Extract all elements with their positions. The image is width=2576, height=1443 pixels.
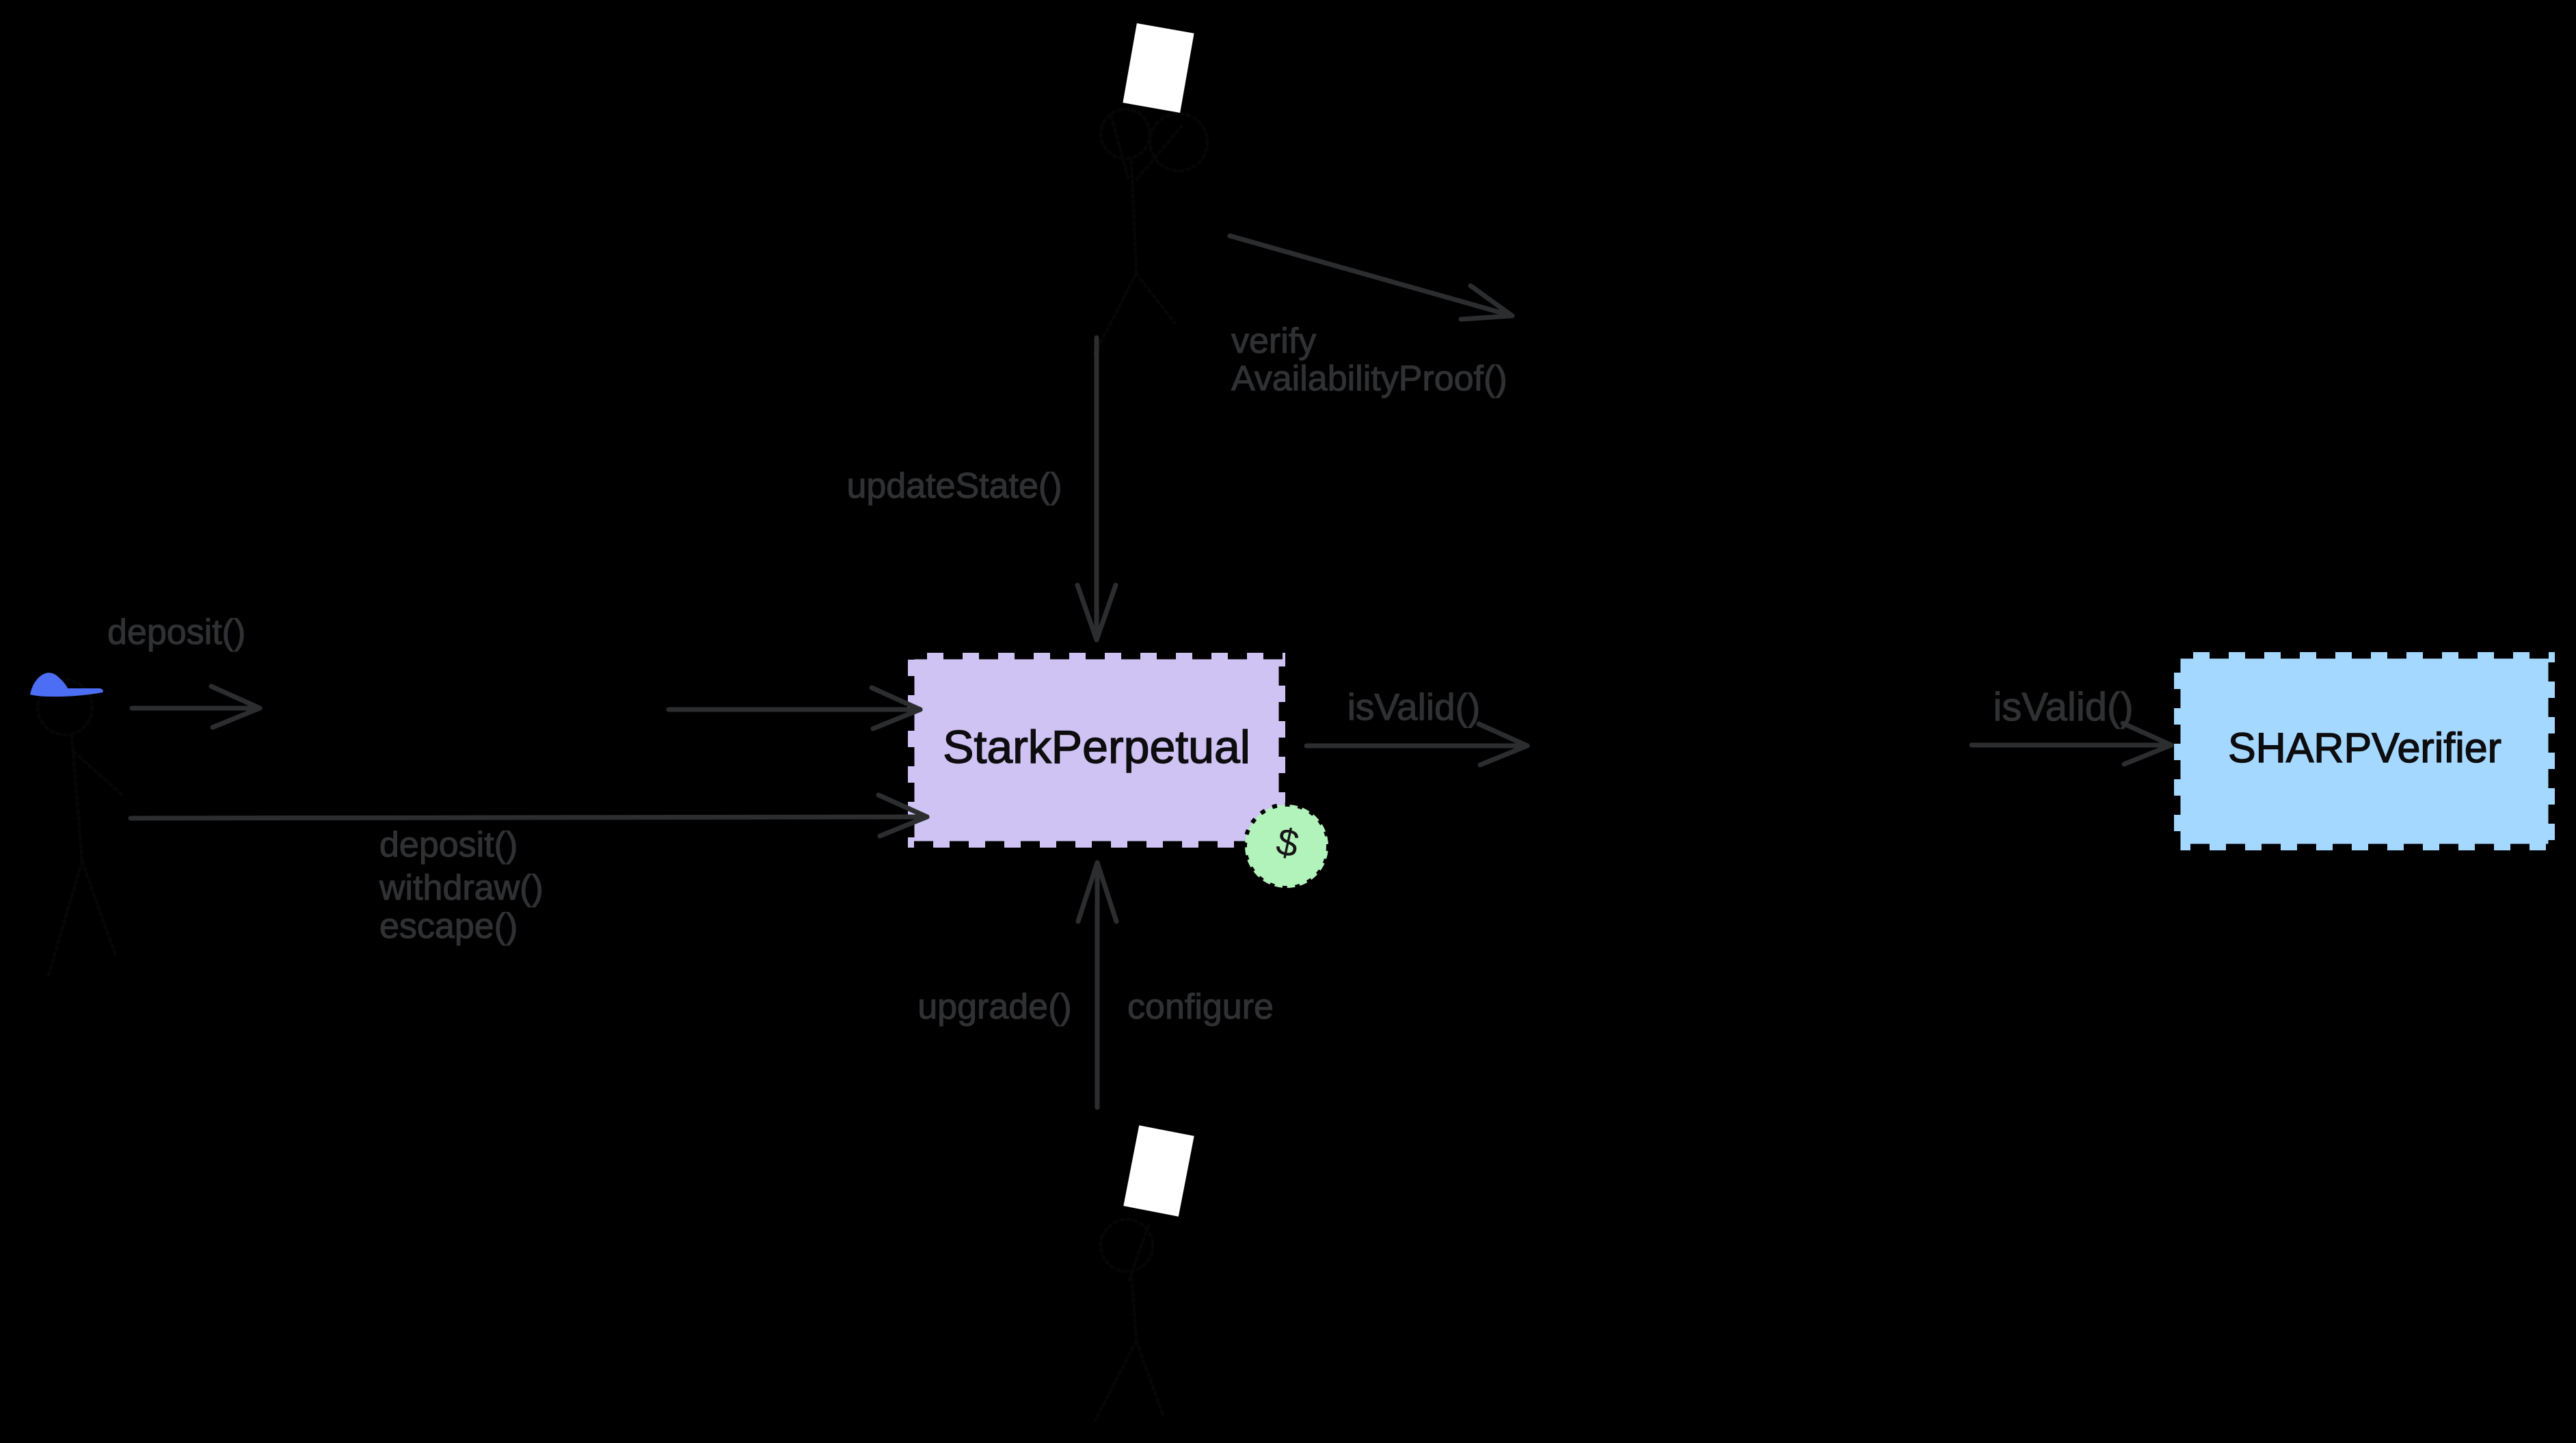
svg-text:configure: configure: [1127, 987, 1274, 1027]
svg-text:deposit(): deposit(): [379, 825, 518, 865]
svg-text:AvailabilityProof(): AvailabilityProof(): [1231, 359, 1507, 399]
svg-text:withdraw(): withdraw(): [379, 868, 544, 908]
svg-text:updateState(): updateState(): [846, 466, 1062, 506]
svg-text:deposit(): deposit(): [107, 612, 245, 652]
svg-text:SHARPVerifier: SHARPVerifier: [2228, 725, 2501, 771]
svg-text:escape(): escape(): [379, 906, 518, 946]
svg-text:isValid(): isValid(): [1993, 685, 2133, 729]
svg-text:upgrade(): upgrade(): [917, 987, 1071, 1027]
svg-text:isValid(): isValid(): [1347, 686, 1481, 728]
svg-text:StarkPerpetual: StarkPerpetual: [943, 721, 1250, 773]
svg-text:verify: verify: [1231, 321, 1316, 361]
